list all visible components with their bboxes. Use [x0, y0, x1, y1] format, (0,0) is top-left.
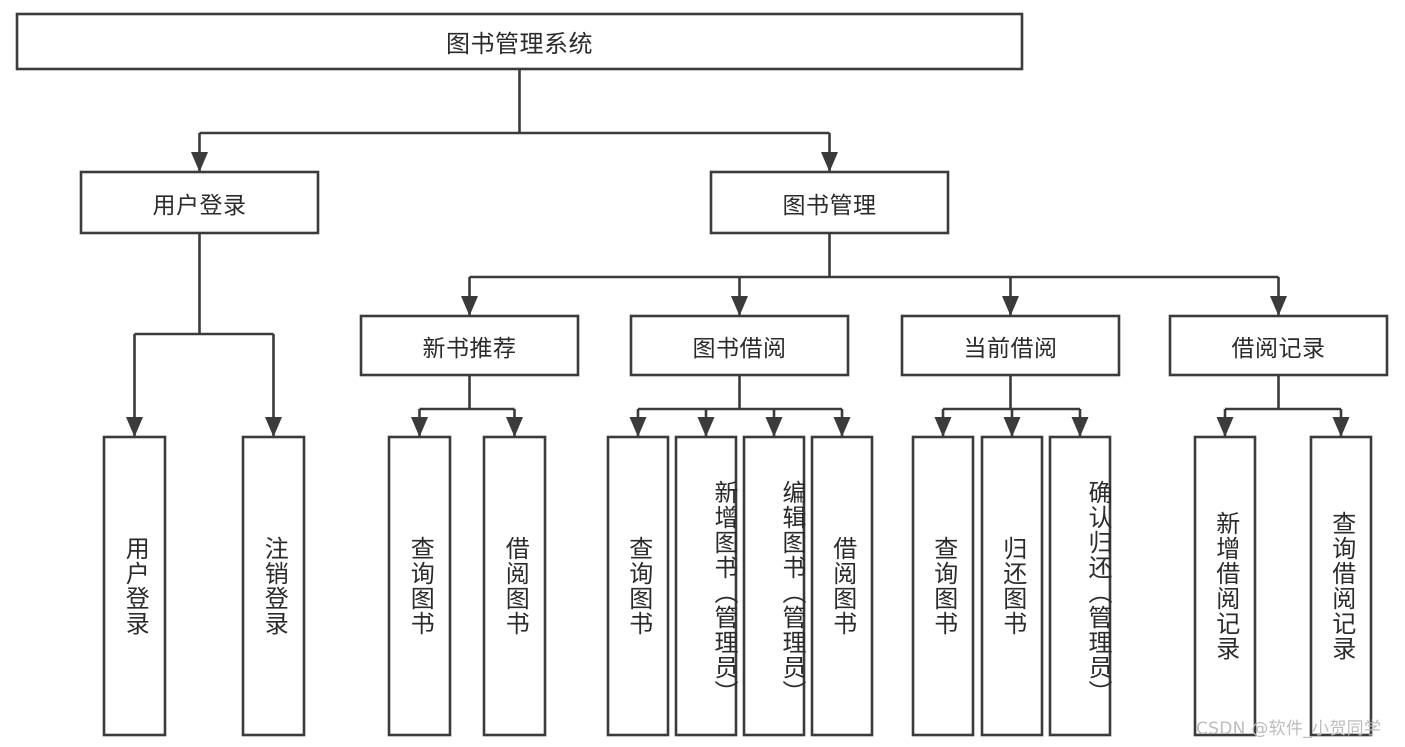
- arrow-head-icon-current-borrow: [1002, 296, 1019, 316]
- node-box-root[interactable]: [15, 12, 1024, 71]
- node-box-leaf-query-book-borrow[interactable]: [606, 435, 670, 737]
- node-box-leaf-return-book[interactable]: [980, 435, 1044, 737]
- node-box-leaf-add-book[interactable]: [674, 435, 738, 737]
- node-box-current-borrow[interactable]: [900, 314, 1121, 377]
- node-box-user-login[interactable]: [79, 170, 320, 235]
- arrow-head-icon-leaf-borrow-book: [833, 417, 851, 437]
- node-box-leaf-add-record[interactable]: [1193, 435, 1257, 737]
- arrow-head-icon-leaf-query-record: [1332, 417, 1350, 437]
- watermark-text: CSDN @软件_小贺同学: [1196, 719, 1382, 739]
- arrow-head-icon-leaf-add-book: [697, 417, 715, 437]
- node-box-leaf-query-record[interactable]: [1309, 435, 1373, 737]
- arrow-head-icon-leaf-edit-book: [765, 417, 783, 437]
- arrow-head-icon-leaf-add-record: [1216, 417, 1234, 437]
- arrow-head-icon-leaf-confirm-return: [1071, 417, 1089, 437]
- arrow-head-icon-leaf-return-book: [1003, 417, 1021, 437]
- arrow-head-icon-borrow-record: [1270, 296, 1287, 316]
- node-box-leaf-query-book-rec[interactable]: [387, 435, 452, 737]
- node-box-leaf-borrow-book[interactable]: [810, 435, 874, 737]
- node-box-leaf-borrow-book-rec[interactable]: [482, 435, 547, 737]
- node-box-leaf-logout[interactable]: [241, 435, 306, 737]
- arrow-head-icon-book-manage: [821, 152, 838, 172]
- node-box-leaf-edit-book[interactable]: [742, 435, 806, 737]
- node-box-borrow-record[interactable]: [1168, 314, 1389, 377]
- arrow-head-icon-leaf-query-book-current: [934, 417, 952, 437]
- arrow-head-icon-leaf-logout: [265, 417, 282, 437]
- node-box-leaf-confirm-return[interactable]: [1048, 435, 1112, 737]
- node-box-new-book-rec[interactable]: [359, 314, 580, 377]
- node-box-leaf-user-login[interactable]: [102, 435, 167, 737]
- arrow-head-icon-book-borrow: [731, 296, 748, 316]
- arrow-head-icon-leaf-borrow-book-rec: [506, 417, 523, 437]
- node-box-book-borrow[interactable]: [629, 314, 850, 377]
- arrow-head-icon-user-login: [191, 152, 208, 172]
- boxes-layer: [15, 12, 1389, 737]
- connectors-layer: [126, 69, 1350, 437]
- arrow-head-icon-leaf-user-login: [126, 417, 143, 437]
- arrow-head-icon-leaf-query-book-borrow: [629, 417, 647, 437]
- node-box-leaf-query-book-current[interactable]: [911, 435, 975, 737]
- arrow-head-icon-leaf-query-book-rec: [411, 417, 428, 437]
- arrow-head-icon-new-book-rec: [461, 296, 478, 316]
- node-box-book-manage[interactable]: [709, 170, 950, 235]
